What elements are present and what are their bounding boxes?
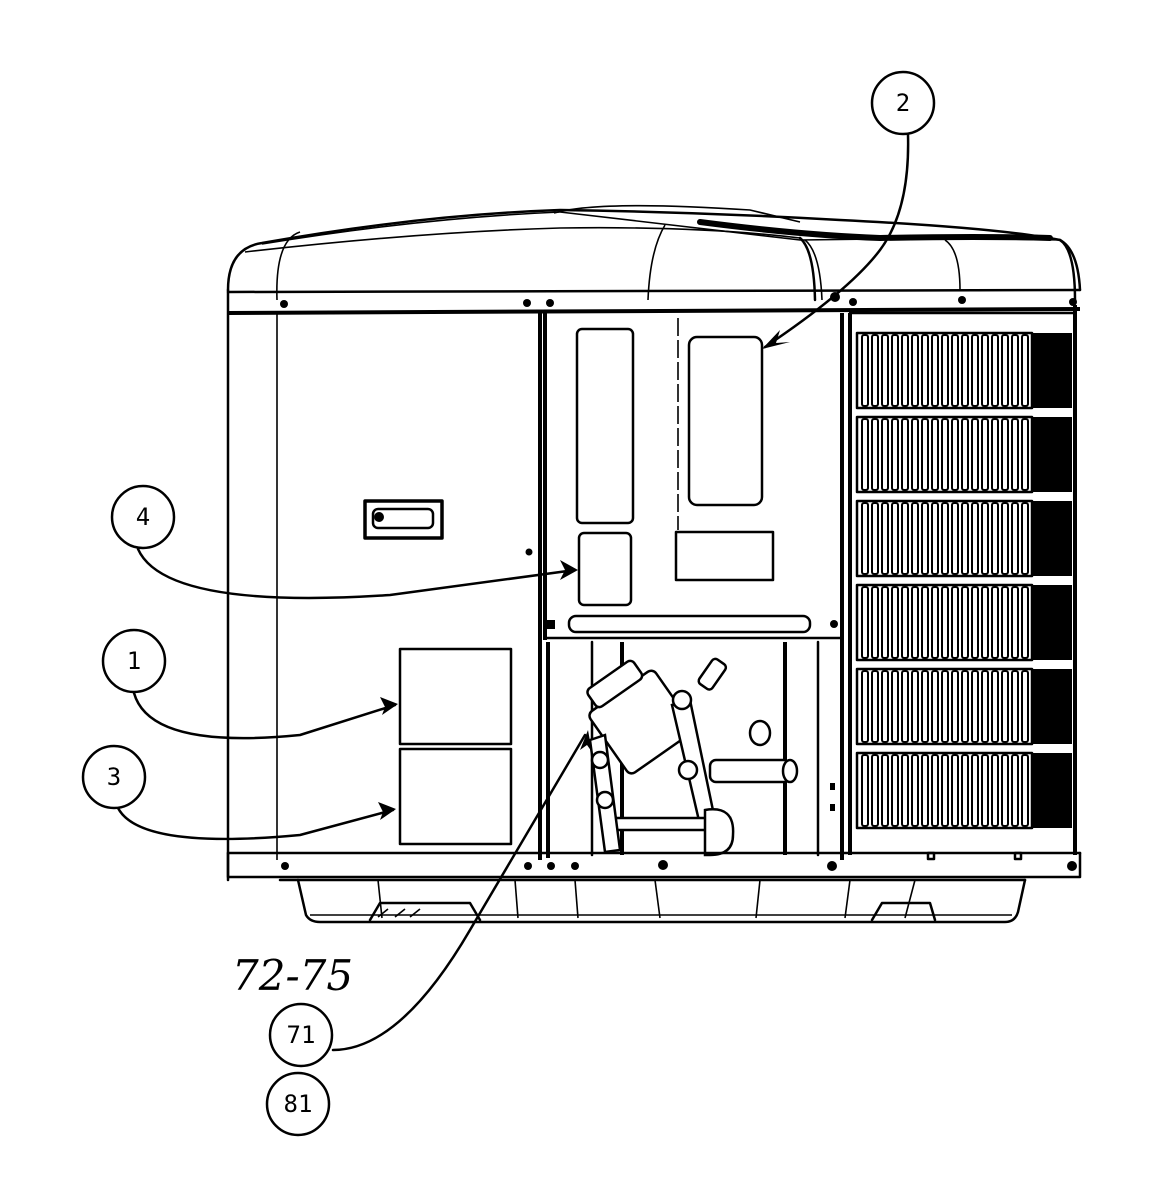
label-1-plate <box>398 647 513 746</box>
svg-text:3: 3 <box>107 763 121 791</box>
condenser-grille <box>848 305 1077 855</box>
callout-71[interactable]: 71 <box>268 1002 334 1068</box>
base <box>226 851 1082 924</box>
callout-3[interactable]: 3 <box>81 744 147 810</box>
svg-text:81: 81 <box>284 1090 313 1118</box>
svg-text:4: 4 <box>136 503 150 531</box>
label-3-plate <box>398 747 513 846</box>
leader-2 <box>763 133 910 349</box>
callout-4[interactable]: 4 <box>110 484 176 550</box>
control-panel <box>543 313 844 860</box>
left-panel <box>226 288 542 882</box>
leader-71 <box>331 733 587 1052</box>
compressor-compartment <box>546 640 835 858</box>
leader-1 <box>132 691 397 740</box>
leader-lines <box>116 133 910 1052</box>
leader-3 <box>116 806 395 841</box>
callout-1[interactable]: 1 <box>101 628 167 694</box>
leader-4 <box>136 547 577 600</box>
svg-text:2: 2 <box>896 89 910 117</box>
top-cover <box>226 204 1082 315</box>
callout-2[interactable]: 2 <box>870 70 936 136</box>
svg-text:1: 1 <box>127 647 141 675</box>
svg-text:71: 71 <box>287 1021 316 1049</box>
handwritten-note: 72-75 <box>232 951 353 1000</box>
callout-81[interactable]: 81 <box>265 1071 331 1137</box>
